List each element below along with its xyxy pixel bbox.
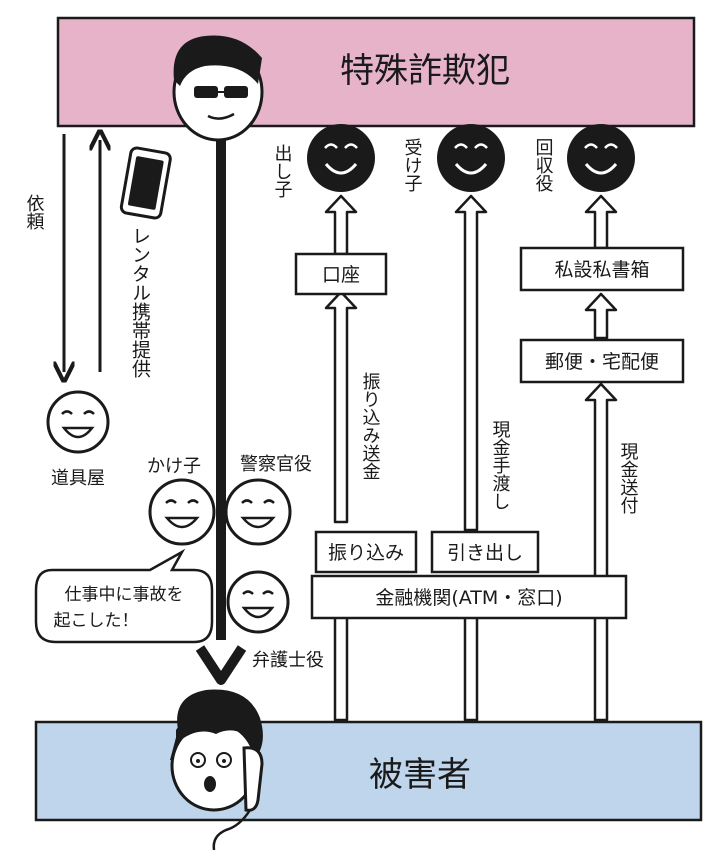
- private-mailbox-label: 私設私書箱: [554, 259, 649, 281]
- criminal-title: 特殊詐欺犯: [340, 51, 510, 91]
- withdraw-label: 引き出し: [447, 542, 523, 564]
- financial-institution-label: 金融機関(ATM・窓口): [375, 587, 562, 609]
- mail-delivery-label: 郵便・宅配便: [545, 351, 659, 373]
- rental-phone-label: レンタル携帯提供: [129, 226, 151, 378]
- cash-shipping-label: 現金送付: [618, 442, 639, 515]
- speech-bubble: [34, 548, 214, 644]
- financial-institution-box: [310, 574, 628, 620]
- flow-arrows: [324, 194, 618, 722]
- withdrawer-label: 出し子: [272, 144, 293, 198]
- dark-face-icon: [437, 124, 505, 192]
- smiling-face-icon: [46, 390, 110, 454]
- criminal-band: [56, 16, 696, 128]
- transfer-label: 振り込み: [328, 542, 404, 564]
- account-box: [294, 252, 388, 296]
- phone-handset-icon: [212, 746, 264, 851]
- bank-transfer-label: 振り込み送金: [360, 372, 381, 480]
- receiver-label: 受け子: [402, 138, 423, 192]
- transfer-box: [314, 530, 418, 574]
- caller-label: かけ子: [147, 456, 201, 477]
- dark-face-icon: [307, 124, 375, 192]
- smiling-face-icon: [148, 478, 216, 546]
- fake-police-label: 警察官役: [240, 454, 312, 475]
- smartphone-icon: [119, 146, 172, 220]
- private-mailbox-box: [519, 246, 685, 292]
- smiling-face-icon: [226, 570, 290, 634]
- speech-line-2: 起こした！: [54, 611, 139, 631]
- victim-title: 被害者: [369, 755, 471, 795]
- collector-label: 回収役: [533, 138, 554, 192]
- boss-face-icon: [172, 35, 264, 142]
- dark-face-icon: [567, 124, 635, 192]
- cash-handover-label: 現金手渡し: [490, 420, 511, 510]
- account-label: 口座: [322, 264, 360, 286]
- speech-line-1: 仕事中に事故を: [65, 585, 184, 605]
- withdraw-box: [430, 530, 540, 574]
- fake-lawyer-label: 弁護士役: [252, 650, 324, 671]
- smiling-face-icon: [224, 478, 292, 546]
- tool-dealer-label: 道具屋: [51, 468, 105, 489]
- mail-delivery-box: [519, 338, 685, 384]
- request-label: 依頼: [24, 194, 45, 230]
- victim-band: [34, 720, 703, 822]
